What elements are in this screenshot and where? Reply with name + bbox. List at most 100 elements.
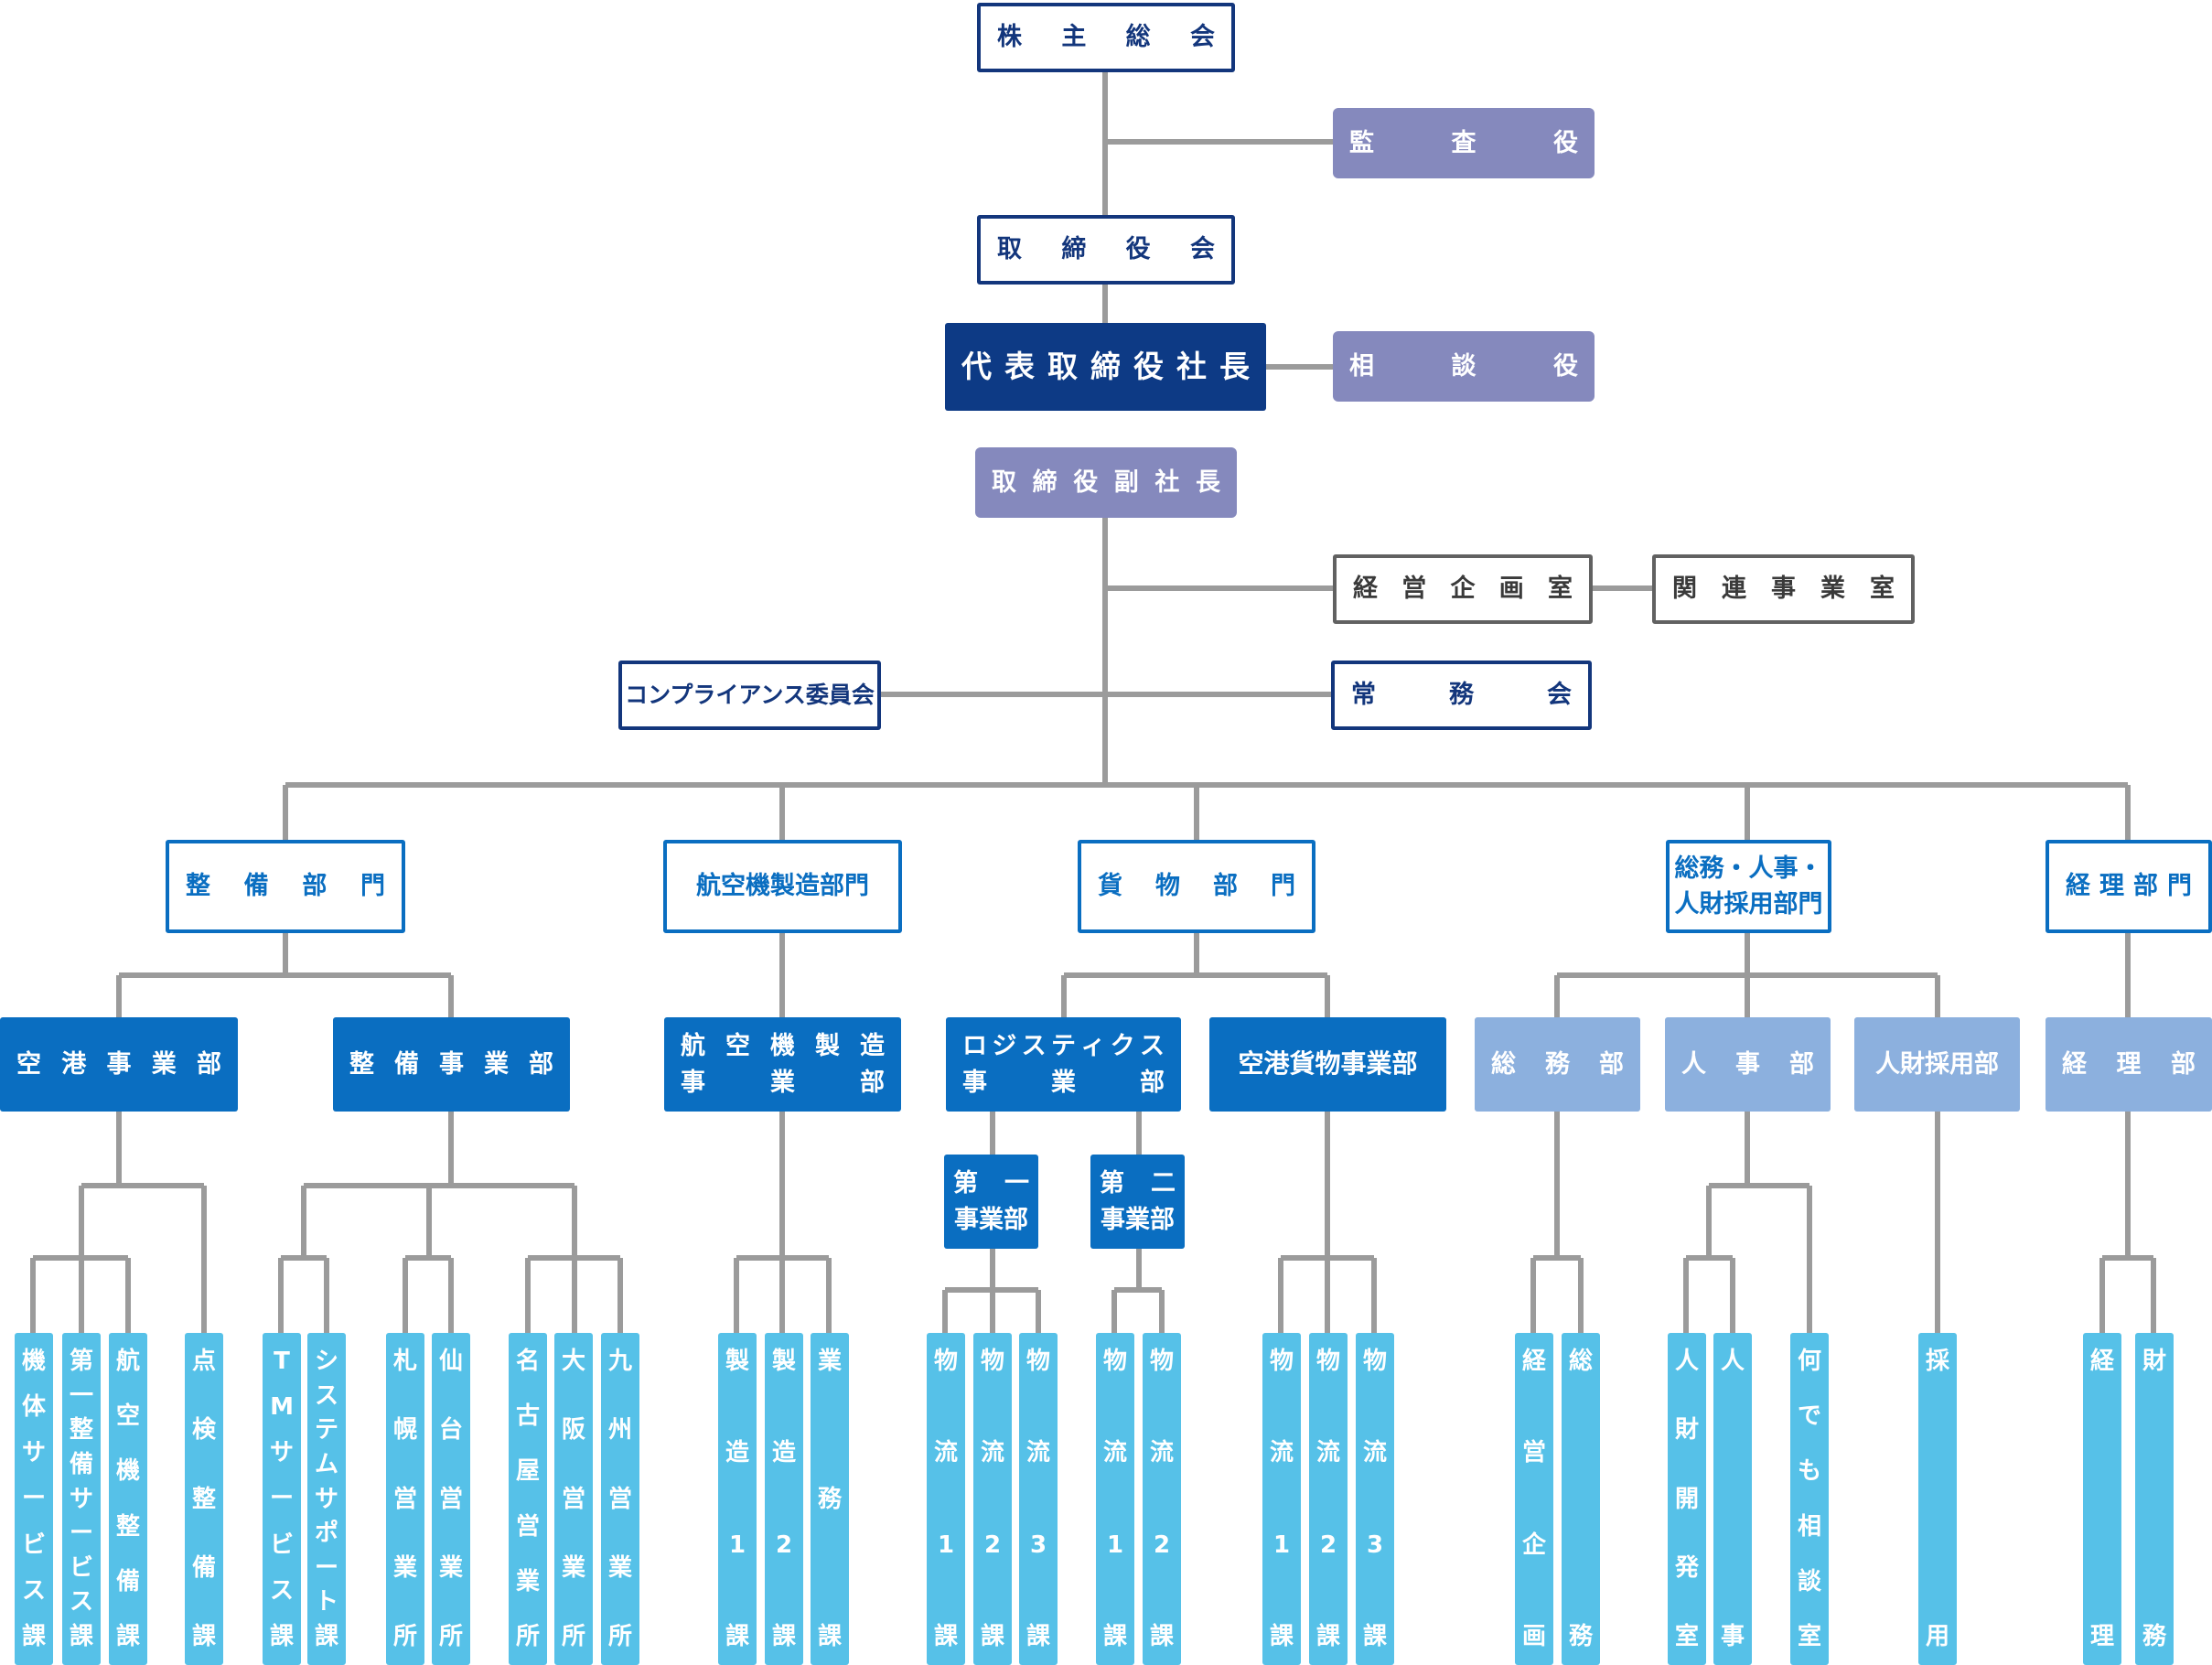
- connector-line: [448, 1258, 454, 1334]
- connector-line: [1264, 364, 1334, 370]
- section-char: 事: [1720, 1623, 1745, 1650]
- section-char: 課: [1362, 1622, 1387, 1650]
- section-char: 経: [1521, 1348, 1546, 1375]
- box-char: 部: [1789, 1049, 1814, 1079]
- connector-line: [1530, 1258, 1536, 1334]
- section-char: 課: [817, 1623, 842, 1650]
- box-char: 務: [1449, 681, 1474, 710]
- section-char: 用: [1925, 1623, 1949, 1650]
- box-line: 第 二: [1100, 1169, 1176, 1198]
- section-column: 点検整備課: [185, 1333, 223, 1665]
- box-char: 整: [349, 1049, 374, 1079]
- box-char: 総: [1125, 23, 1151, 52]
- section-char: で: [1797, 1402, 1821, 1431]
- section-char: シ: [314, 1348, 338, 1375]
- section-char: 備: [69, 1450, 93, 1478]
- section-char: 阪: [561, 1416, 585, 1445]
- connector-line: [734, 1258, 739, 1334]
- connector-line: [779, 933, 785, 1017]
- box-char: 営: [1401, 575, 1427, 604]
- connector-line: [779, 1112, 785, 1334]
- connector-line: [1111, 1290, 1117, 1334]
- section-char: 大: [561, 1348, 585, 1375]
- section-column: 経理: [2083, 1333, 2121, 1665]
- section-char: 2: [1153, 1531, 1171, 1559]
- section-char: 所: [607, 1623, 632, 1650]
- section-char: 1: [1272, 1531, 1291, 1559]
- subdept-daini: 第 二事業部: [1090, 1155, 1185, 1249]
- connector-line: [942, 1290, 948, 1334]
- section-char: 所: [438, 1623, 463, 1650]
- section-char: 課: [933, 1622, 958, 1650]
- connector-line: [945, 1287, 1038, 1293]
- section-char: 検: [191, 1416, 216, 1445]
- connector-line: [1554, 975, 1560, 1017]
- box-char: 主: [1061, 23, 1087, 52]
- section-char: テ: [314, 1416, 338, 1445]
- box-char: 経: [2066, 872, 2090, 901]
- section-char: 務: [1568, 1623, 1593, 1650]
- box-char: 事: [1771, 575, 1796, 604]
- section-column: 名古屋営業所: [509, 1333, 547, 1665]
- dept-somubu: 総務部: [1475, 1017, 1640, 1112]
- section-char: T: [274, 1348, 290, 1375]
- section-char: 営: [515, 1512, 540, 1541]
- section-column: 航空機整備課: [109, 1333, 147, 1665]
- section-char: 課: [1269, 1622, 1294, 1650]
- box-char: 相: [1349, 351, 1374, 381]
- section-char: 屋: [515, 1457, 540, 1486]
- section-char: ビ: [269, 1531, 294, 1559]
- section-column: 財務: [2135, 1333, 2174, 1665]
- box-label: 人財採用部: [1875, 1049, 1999, 1079]
- box-char: 談: [1451, 351, 1476, 381]
- section-char: 物: [1315, 1348, 1340, 1375]
- section-char: 点: [191, 1348, 216, 1375]
- box-line: 事業部: [1101, 1205, 1175, 1234]
- section-char: 室: [1674, 1623, 1699, 1650]
- box-char: 常: [1351, 681, 1376, 710]
- box-line: 事業部: [954, 1205, 1028, 1234]
- box-label: 空港貨物事業部: [1238, 1048, 1418, 1080]
- connector-line: [1061, 975, 1067, 1017]
- section-char: 課: [1102, 1622, 1127, 1650]
- box-char: 門: [360, 872, 385, 901]
- connector-line: [1745, 785, 1750, 842]
- section-char: 3: [1366, 1531, 1384, 1559]
- section-char: 業: [438, 1553, 463, 1582]
- connector-line: [1686, 1255, 1733, 1261]
- box-char: 港: [61, 1049, 87, 1079]
- box-char: 部: [1213, 872, 1238, 901]
- box-char: 業: [151, 1049, 177, 1079]
- connector-line: [1194, 785, 1199, 842]
- section-column: 九州営業所: [601, 1333, 639, 1665]
- dept-kokuki-jigyobu: 航空機製造事業部: [664, 1017, 901, 1112]
- section-column: 人事: [1713, 1333, 1752, 1665]
- division-seibi: 整備部門: [166, 840, 405, 933]
- connector-line: [1554, 1112, 1560, 1258]
- section-char: 2: [1319, 1531, 1337, 1559]
- box-char: 業: [1820, 575, 1845, 604]
- connector-line: [1114, 1287, 1162, 1293]
- connector-line: [1683, 1258, 1689, 1334]
- section-char: 物: [1269, 1348, 1294, 1375]
- section-char: ト: [314, 1588, 338, 1617]
- box-char: 会: [1189, 23, 1215, 52]
- section-char: 物: [1102, 1348, 1127, 1375]
- section-char: 課: [1149, 1622, 1174, 1650]
- connector-line: [1578, 1258, 1584, 1334]
- section-char: 1: [728, 1531, 746, 1559]
- section-column: 大阪営業所: [554, 1333, 593, 1665]
- box-char: 事: [439, 1049, 464, 1079]
- section-char: 第: [69, 1348, 93, 1375]
- section-char: 談: [1797, 1567, 1821, 1595]
- division-somu: 総務・人事・人財採用部門: [1666, 840, 1831, 933]
- box-char: 備: [243, 872, 269, 901]
- section-char: 機: [21, 1348, 46, 1375]
- connector-line: [990, 1112, 995, 1155]
- section-char: 営: [438, 1485, 463, 1513]
- section-char: 古: [515, 1402, 540, 1431]
- dept-kuko-jigyobu: 空港事業部: [0, 1017, 238, 1112]
- dept-jinzai-saiyobu: 人財採用部: [1854, 1017, 2020, 1112]
